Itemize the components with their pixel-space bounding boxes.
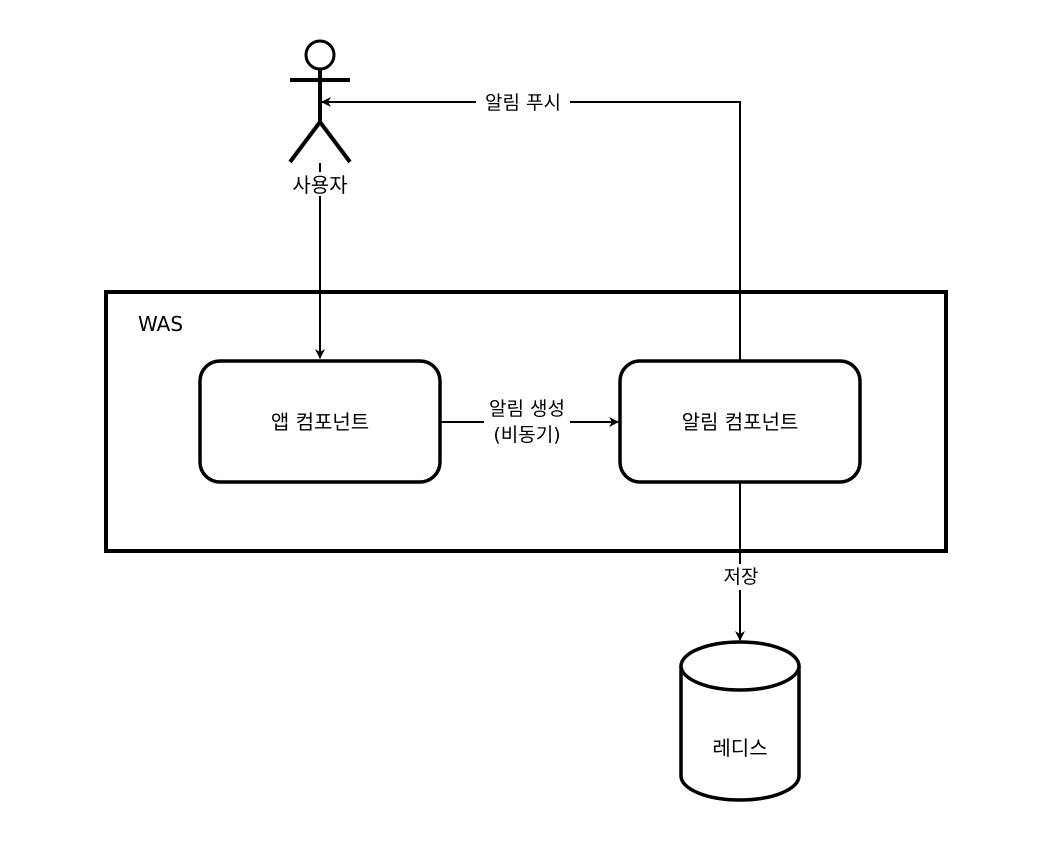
was-container-label: WAS xyxy=(138,312,183,336)
edge-push-label: 알림 푸시 xyxy=(485,92,561,114)
node-app-component[interactable]: 앱 컴포넌트 xyxy=(198,359,442,484)
node-notification-component[interactable]: 알림 컴포넌트 xyxy=(618,359,862,484)
app-component-label: 앱 컴포넌트 xyxy=(271,410,369,434)
redis-label: 레디스 xyxy=(712,736,767,760)
database-icon xyxy=(679,640,801,802)
was-container[interactable]: WAS xyxy=(104,290,948,553)
store-label-bg xyxy=(720,564,760,590)
actor-label: 사용자 xyxy=(292,173,347,197)
edge-push-to-user[interactable]: 알림 푸시 xyxy=(321,90,741,361)
actor-label-bg xyxy=(285,172,355,196)
edge-create-label-line2: (비동기) xyxy=(493,424,560,446)
edge-create-notification[interactable]: 알림 생성 (비동기) xyxy=(441,396,619,446)
edge-create-label-line1: 알림 생성 xyxy=(489,398,565,420)
edge-store-to-redis[interactable]: 저장 xyxy=(720,482,760,641)
node-redis[interactable]: 레디스 xyxy=(679,640,801,802)
edge-store-label: 저장 xyxy=(724,566,759,588)
person-icon xyxy=(288,39,352,164)
create-label-bg xyxy=(484,396,570,446)
actor-user[interactable] xyxy=(288,39,352,164)
notification-component-label: 알림 컴포넌트 xyxy=(682,410,799,434)
push-label-bg xyxy=(476,90,570,114)
